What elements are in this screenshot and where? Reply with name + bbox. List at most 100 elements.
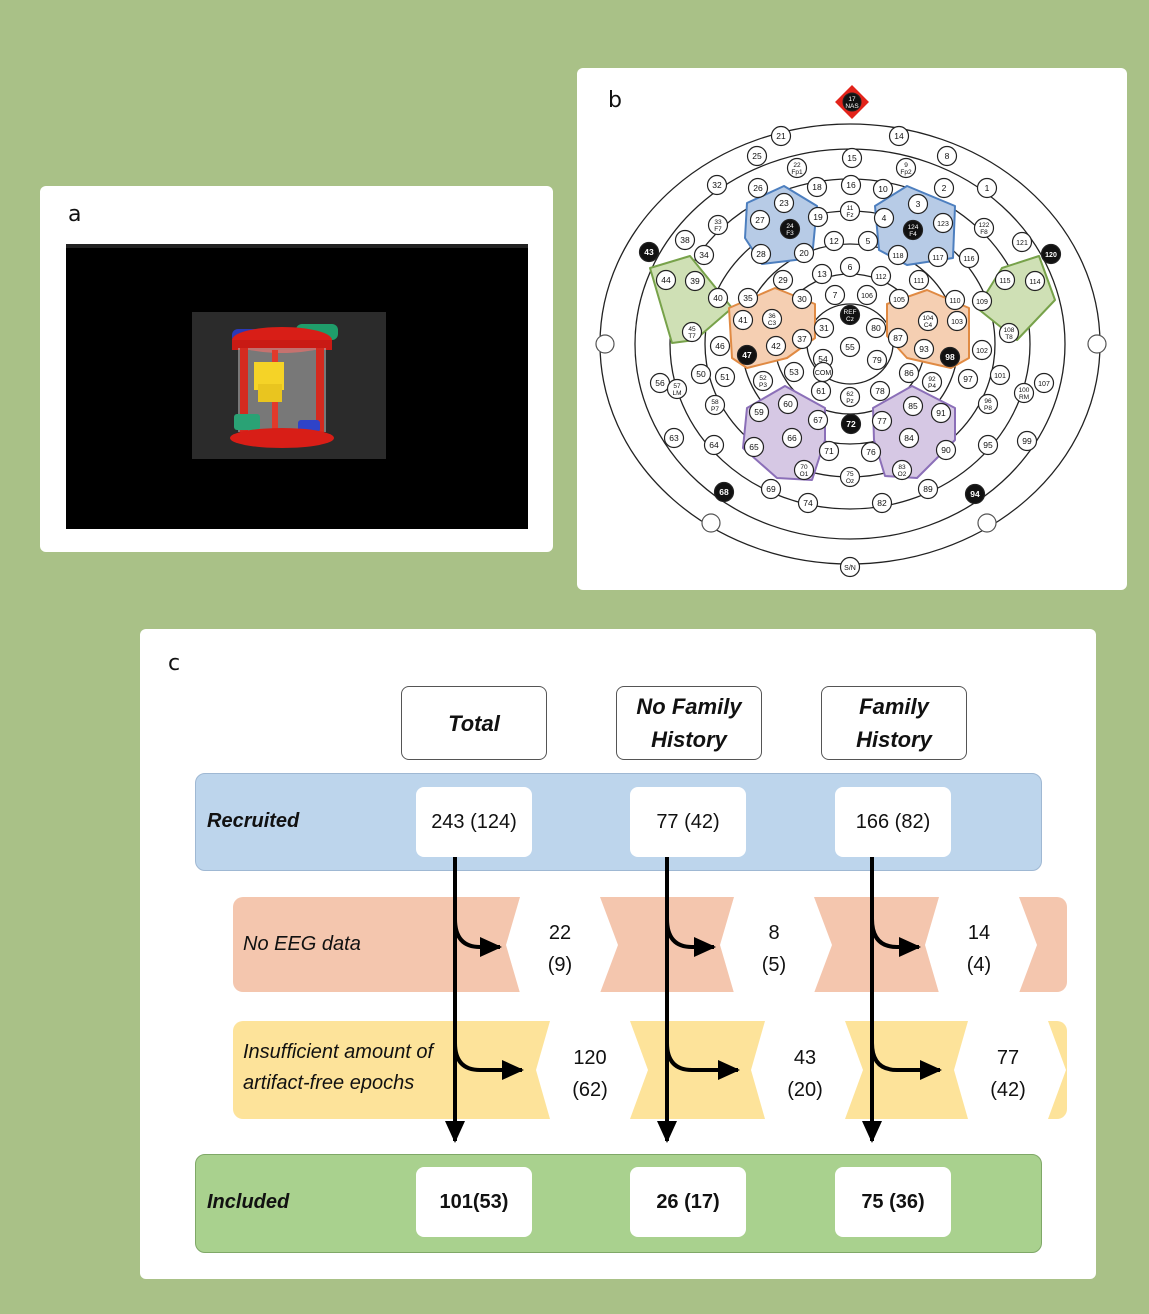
electrode-site: C4 (924, 322, 933, 329)
electrode-number: 110 (949, 298, 960, 305)
electrode-number: 16 (846, 180, 856, 190)
electrode-number: 22 (793, 162, 801, 169)
insufficient-nfh-n: 43 (793, 1047, 817, 1069)
electrode-91: 91 (930, 402, 952, 424)
electrode-39: 39 (684, 270, 706, 292)
electrode-55: 55 (839, 336, 861, 358)
electrode-number: 54 (818, 354, 828, 364)
electrode-76: 76 (860, 441, 882, 463)
electrode-site: P8 (984, 405, 992, 412)
electrode-90: 90 (935, 439, 957, 461)
electrode-number: 112 (875, 274, 886, 281)
included-total: 101(53) (416, 1167, 532, 1237)
panel-a: a (40, 186, 553, 552)
electrode-78: 78 (869, 380, 891, 402)
electrode-number: 71 (824, 446, 834, 456)
electrode-number: 52 (759, 375, 767, 382)
electrode-16: 16 (840, 174, 862, 196)
electrode-86: 86 (898, 362, 920, 384)
electrode-number: 85 (908, 401, 918, 411)
electrode-80: 80 (865, 317, 887, 339)
electrode-number: 18 (812, 182, 822, 192)
electrode-67: 67 (807, 409, 829, 431)
electrode-1: 1 (976, 177, 998, 199)
electrode-28: 28 (750, 243, 772, 265)
no-eeg-total-female: (9) (547, 954, 573, 976)
fiducial-circle (701, 513, 721, 533)
electrode-number: 27 (755, 215, 765, 225)
electrode-site: F8 (980, 229, 988, 236)
electrode-21: 21 (770, 125, 792, 147)
electrode-68: 68 (713, 481, 735, 503)
no-eeg-fh-female: (4) (966, 954, 992, 976)
electrode-number: 37 (797, 334, 807, 344)
electrode-number: 114 (1029, 279, 1040, 286)
electrode-41: 41 (732, 309, 754, 331)
insufficient-total-chevron (536, 1021, 648, 1119)
electrode-site: RM (1019, 394, 1029, 401)
electrode-60: 60 (777, 393, 799, 415)
electrode-s-n: S/N (839, 556, 861, 578)
electrode-number: 13 (817, 269, 827, 279)
electrode-number: 59 (754, 407, 764, 417)
electrode-number: COM (815, 370, 832, 377)
electrode-site: O2 (898, 471, 907, 478)
electrode-71: 71 (818, 440, 840, 462)
electrode-number: 17 (848, 96, 856, 103)
no-eeg-nfh-female: (5) (761, 954, 787, 976)
electrode-65: 65 (743, 436, 765, 458)
electrode-number: 90 (941, 445, 951, 455)
electrode-84: 84 (898, 427, 920, 449)
electrode-number: 31 (819, 323, 829, 333)
electrode-number: 45 (688, 326, 696, 333)
electrode-number: 47 (742, 350, 752, 360)
electrode-number: 14 (894, 131, 904, 141)
electrode-number: 72 (846, 419, 856, 429)
no-eeg-nfh-chevron (720, 897, 832, 993)
electrode-number: 65 (749, 442, 759, 452)
electrode-number: 20 (799, 248, 809, 258)
included-label: Included (207, 1191, 290, 1213)
electrode-82: 82 (871, 492, 893, 514)
electrode-number: 104 (923, 315, 934, 322)
recruited-family-history: 166 (82) (835, 787, 951, 857)
electrode-number: 35 (743, 293, 753, 303)
no-eeg-fh-chevron (925, 897, 1037, 993)
electrode-number: 76 (866, 447, 876, 457)
electrode-number: 79 (872, 355, 882, 365)
electrode-number: 28 (756, 249, 766, 259)
electrode-15: 15 (841, 147, 863, 169)
panel-b-label: b (608, 88, 622, 113)
electrode-number: 38 (680, 235, 690, 245)
electrode-number: 57 (673, 383, 681, 390)
electrode-32: 32 (706, 174, 728, 196)
electrode-number: 44 (661, 275, 671, 285)
electrode-number: 56 (655, 378, 665, 388)
electrode-number: 5 (866, 236, 871, 246)
electrode-3: 3 (907, 193, 929, 215)
electrode-31: 31 (813, 317, 835, 339)
electrode-number: 103 (951, 319, 963, 326)
electrode-51: 51 (714, 366, 736, 388)
insufficient-total-n: 120 (573, 1047, 607, 1069)
electrode-number: 116 (963, 256, 974, 263)
electrode-number: 9 (904, 162, 908, 169)
electrode-7: 7 (824, 284, 846, 306)
electrode-site: Cz (846, 316, 854, 323)
electrode-number: 86 (904, 368, 914, 378)
electrode-10: 10 (872, 178, 894, 200)
insufficient-fh-count: 77(42) (973, 1042, 1043, 1106)
electrode-number: 15 (847, 153, 857, 163)
electrode-number: 108 (1004, 327, 1015, 334)
electrode-site: O1 (800, 471, 809, 478)
electrode-number: 67 (813, 415, 823, 425)
electrode-site: Fp1 (791, 169, 803, 176)
